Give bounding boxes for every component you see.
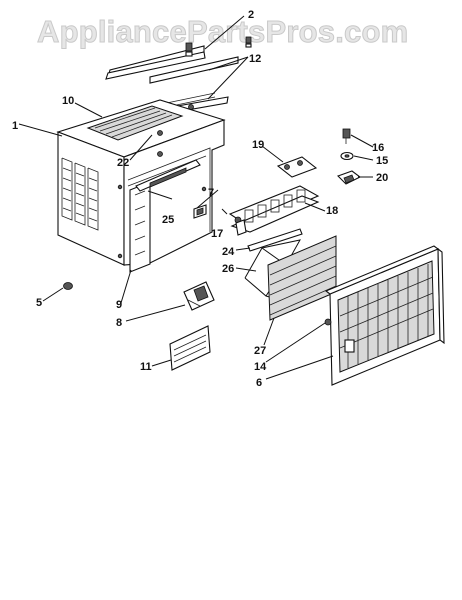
callout-26: 26 bbox=[222, 263, 234, 275]
callout-16: 16 bbox=[372, 142, 384, 154]
callout-19: 19 bbox=[252, 139, 264, 151]
callout-18: 18 bbox=[326, 205, 338, 217]
callout-25: 25 bbox=[162, 214, 174, 226]
callout-11: 11 bbox=[140, 361, 152, 373]
callout-labels: 2 12 10 1 22 19 16 15 20 7 25 17 18 24 2… bbox=[12, 9, 388, 389]
cabinet-screw-part bbox=[63, 282, 73, 290]
watermark-logo: AppliancePartsPros.com bbox=[36, 14, 409, 50]
callout-5: 5 bbox=[36, 297, 42, 309]
air-filter-part bbox=[267, 235, 337, 321]
callout-2: 2 bbox=[248, 9, 254, 21]
seal-strip-part bbox=[247, 228, 303, 252]
front-grille-part bbox=[324, 245, 445, 386]
top-clip-part bbox=[276, 156, 318, 178]
callout-9: 9 bbox=[116, 299, 122, 311]
callout-6: 6 bbox=[256, 377, 262, 389]
louver-grille bbox=[61, 157, 99, 231]
grille-screw-part bbox=[324, 318, 332, 326]
callout-1: 1 bbox=[12, 120, 18, 132]
callout-8: 8 bbox=[116, 317, 122, 329]
callout-15: 15 bbox=[376, 155, 388, 167]
mounting-bracket-part bbox=[336, 170, 362, 185]
callout-14: 14 bbox=[254, 361, 267, 373]
bolt-part bbox=[342, 128, 351, 144]
leader-lines bbox=[18, 15, 374, 380]
washer-part bbox=[340, 151, 354, 161]
callout-17: 17 bbox=[211, 228, 223, 240]
access-panel-part bbox=[169, 325, 211, 371]
clip-part bbox=[193, 204, 207, 219]
screw-part bbox=[185, 36, 252, 57]
callout-10: 10 bbox=[62, 95, 74, 107]
callout-22: 22 bbox=[117, 157, 129, 169]
grille-louvers bbox=[339, 264, 434, 368]
callout-24: 24 bbox=[222, 246, 235, 258]
bracket-part bbox=[135, 159, 201, 192]
callout-27: 27 bbox=[254, 345, 266, 357]
side-curtain-part bbox=[129, 181, 151, 273]
callout-20: 20 bbox=[376, 172, 388, 184]
control-box-part bbox=[183, 281, 215, 311]
accordion-bracket-part bbox=[228, 185, 320, 236]
callout-7: 7 bbox=[208, 187, 214, 199]
callout-12: 12 bbox=[249, 53, 261, 65]
top-rail-part bbox=[105, 45, 239, 116]
